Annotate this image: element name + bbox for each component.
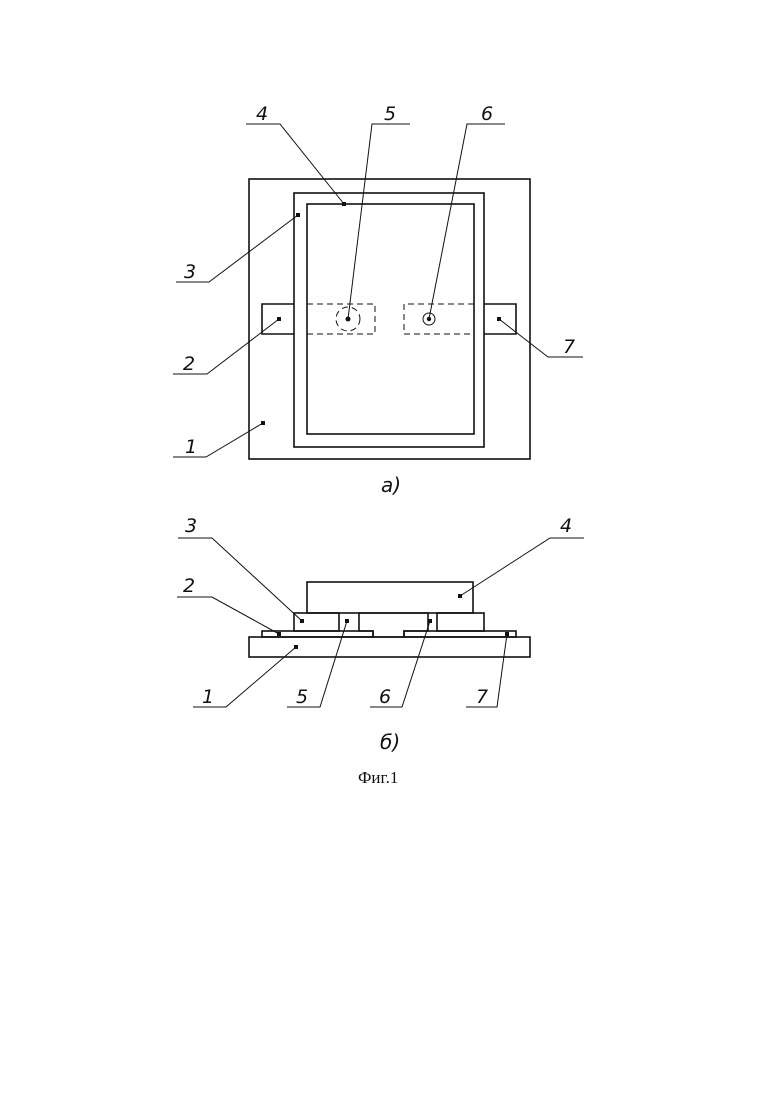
center-bump-section [359, 613, 428, 637]
callout-2: 2 [183, 575, 195, 597]
callout-5: 5 [384, 103, 396, 125]
subfigure-label-a: а) [381, 473, 401, 497]
die-4-section [307, 582, 473, 613]
lead-2-hidden [307, 304, 375, 334]
substrate-1-outline [249, 179, 530, 459]
callout-6: 6 [481, 103, 493, 125]
lead-7-section [404, 631, 516, 637]
top-view: 4 5 6 3 2 7 1 а) [173, 103, 583, 497]
callout-4: 4 [256, 103, 268, 125]
leader-4 [246, 124, 344, 204]
callout-5: 5 [296, 686, 308, 708]
callout-6: 6 [379, 686, 391, 708]
die-4-outline [307, 204, 474, 434]
callout-2: 2 [183, 353, 195, 375]
callout-1: 1 [202, 686, 214, 708]
substrate-1-section [249, 637, 530, 657]
subfigure-label-b: б) [380, 730, 400, 754]
leader-4-section [460, 538, 584, 596]
lead-7-hidden [404, 304, 474, 334]
figure-caption: Фиг.1 [358, 768, 398, 787]
frame-3-right-section [437, 613, 484, 631]
callout-3: 3 [184, 261, 196, 283]
frame-3-outline [294, 193, 484, 447]
section-view: 3 4 2 1 5 6 7 б) [177, 515, 584, 754]
callout-7: 7 [476, 686, 488, 708]
callout-1: 1 [185, 436, 197, 458]
callout-7: 7 [563, 336, 575, 358]
leader-5 [348, 124, 410, 319]
leader-2-section [177, 597, 279, 634]
leader-6 [429, 124, 505, 319]
callout-3: 3 [185, 515, 197, 537]
leader-3-section [178, 538, 302, 621]
callout-4: 4 [560, 515, 572, 537]
